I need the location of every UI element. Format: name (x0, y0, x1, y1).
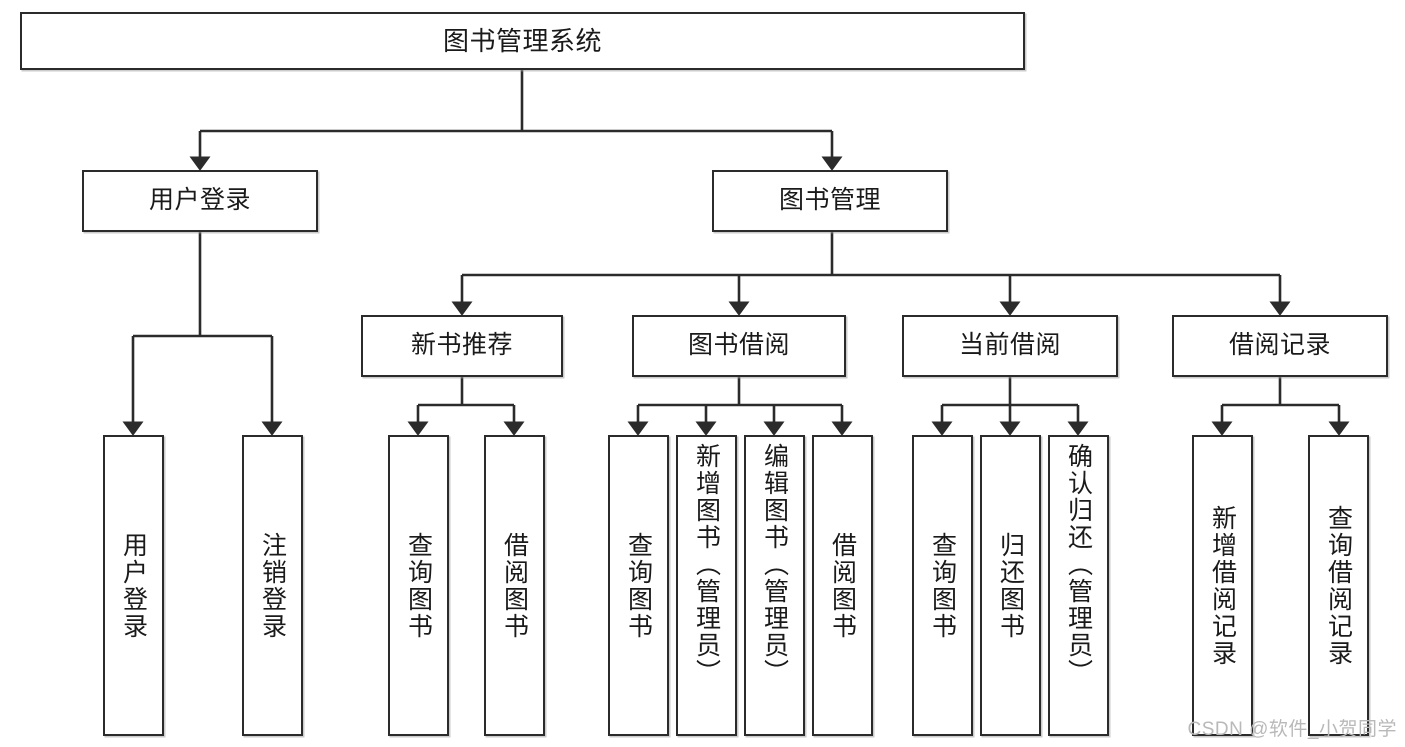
node-leaf-confirm-return-admin[interactable]: 确认归还（管理员） (1048, 435, 1109, 736)
node-leaf-return-book[interactable]: 归还图书 (980, 435, 1041, 736)
node-book-borrow[interactable]: 图书借阅 (632, 315, 846, 377)
node-label: 图书管理 (778, 186, 881, 215)
node-label: 注销登录 (258, 531, 287, 640)
node-leaf-user-login[interactable]: 用户登录 (103, 435, 164, 736)
node-leaf-add-book-admin[interactable]: 新增图书（管理员） (676, 435, 737, 736)
node-label: 查询图书 (404, 531, 433, 640)
node-borrow-record[interactable]: 借阅记录 (1172, 315, 1388, 377)
node-label: 归还图书 (996, 531, 1025, 640)
node-label: 图书借阅 (687, 331, 790, 360)
node-label: 图书管理系统 (442, 25, 602, 56)
node-label: 新书推荐 (410, 331, 513, 360)
node-label: 编辑图书（管理员） (760, 443, 789, 686)
node-leaf-edit-book-admin[interactable]: 编辑图书（管理员） (744, 435, 805, 736)
node-label: 查询借阅记录 (1324, 504, 1353, 667)
node-label: 借阅图书 (500, 531, 529, 640)
node-label: 借阅图书 (828, 531, 857, 640)
node-book-management[interactable]: 图书管理 (712, 170, 948, 232)
node-label: 新增借阅记录 (1208, 504, 1237, 667)
node-user-login[interactable]: 用户登录 (82, 170, 318, 232)
node-current-borrow[interactable]: 当前借阅 (902, 315, 1118, 377)
node-leaf-query-book-current[interactable]: 查询图书 (912, 435, 973, 736)
node-leaf-query-book-borrow[interactable]: 查询图书 (608, 435, 669, 736)
node-leaf-add-borrow-record[interactable]: 新增借阅记录 (1192, 435, 1253, 736)
node-label: 新增图书（管理员） (692, 443, 721, 686)
node-root-system[interactable]: 图书管理系统 (20, 12, 1025, 70)
node-label: 借阅记录 (1228, 331, 1331, 360)
node-label: 当前借阅 (958, 331, 1061, 360)
node-label: 查询图书 (928, 531, 957, 640)
node-leaf-query-borrow-record[interactable]: 查询借阅记录 (1308, 435, 1369, 736)
node-leaf-logout[interactable]: 注销登录 (242, 435, 303, 736)
node-leaf-query-book-new[interactable]: 查询图书 (388, 435, 449, 736)
node-label: 确认归还（管理员） (1064, 443, 1093, 686)
node-label: 用户登录 (119, 531, 148, 640)
node-leaf-borrow-book[interactable]: 借阅图书 (812, 435, 873, 736)
node-label: 用户登录 (148, 186, 251, 215)
node-label: 查询图书 (624, 531, 653, 640)
node-new-book-recommendation[interactable]: 新书推荐 (361, 315, 563, 377)
node-leaf-borrow-book-new[interactable]: 借阅图书 (484, 435, 545, 736)
csdn-watermark: CSDN @软件_小贺同学 (1187, 719, 1397, 740)
